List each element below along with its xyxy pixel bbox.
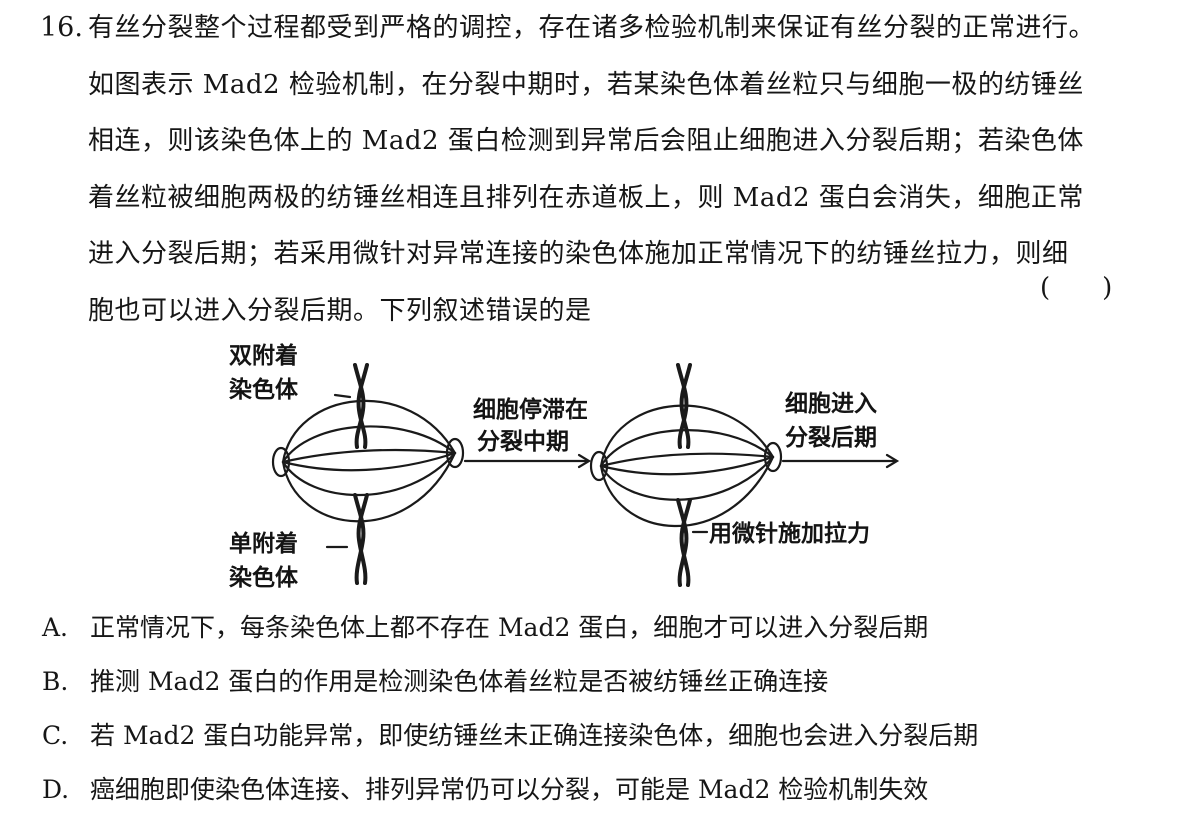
left-centrosome bbox=[271, 446, 291, 478]
label-arrest-2: 分裂中期 bbox=[477, 429, 569, 455]
label-single-attached-1: 单附着 bbox=[229, 530, 298, 557]
label-double-attached-1: 双附着 bbox=[229, 342, 298, 369]
stem-line-3: 相连，则该染色体上的 Mad2 蛋白检测到异常后会阻止细胞进入分裂后期；若染色体 bbox=[88, 126, 1084, 156]
stem-line-1: 有丝分裂整个过程都受到严格的调控，存在诸多检验机制来保证有丝分裂的正常进行。 bbox=[88, 13, 1096, 43]
option-c-text: 若 Mad2 蛋白功能异常，即使纺锤丝未正确连接染色体，细胞也会进入分裂后期 bbox=[90, 721, 979, 750]
left-spindle bbox=[271, 399, 465, 523]
stem-line-2: 如图表示 Mad2 检验机制，在分裂中期时，若某染色体着丝粒只与细胞一极的纺锤丝 bbox=[88, 69, 1084, 100]
arrow-to-arrest bbox=[463, 453, 592, 469]
question-number: 16. bbox=[40, 12, 83, 43]
needle-chromosome bbox=[676, 498, 709, 587]
right-top-chromosome bbox=[676, 363, 692, 449]
option-b-text: 推测 Mad2 蛋白的作用是检测染色体着丝粒是否被纺锤丝正确连接 bbox=[90, 667, 829, 696]
arrow-to-anaphase bbox=[781, 453, 900, 469]
double-attached-chromosome bbox=[333, 363, 369, 449]
label-enter-anaphase-2: 分裂后期 bbox=[785, 425, 877, 451]
right-spindle-left-centrosome bbox=[589, 450, 609, 482]
option-d-letter: D. bbox=[42, 775, 70, 804]
option-d[interactable]: D. 癌细胞即使染色体连接、排列异常仍可以分裂，可能是 Mad2 检验机制失效 bbox=[42, 768, 1162, 822]
mad2-checkpoint-diagram: 双附着 染色体 单附着 染色体 细胞停滞在 分裂中期 细胞进入 分裂后期 用微针… bbox=[229, 342, 900, 591]
answer-bracket: ( ) bbox=[1040, 273, 1113, 303]
label-double-attached-2: 染色体 bbox=[229, 376, 299, 403]
right-spindle bbox=[589, 404, 783, 528]
stem-line-6: 胞也可以进入分裂后期。下列叙述错误的是 bbox=[88, 295, 592, 326]
stem-line-5: 进入分裂后期；若采用微针对异常连接的染色体施加正常情况下的纺锤丝拉力，则细 bbox=[88, 239, 1069, 269]
option-b[interactable]: B. 推测 Mad2 蛋白的作用是检测染色体着丝粒是否被纺锤丝正确连接 bbox=[42, 660, 1162, 714]
single-attached-chromosome bbox=[325, 493, 369, 585]
stem-line-4: 着丝粒被细胞两极的纺锤丝相连且排列在赤道板上，则 Mad2 蛋白会消失，细胞正常 bbox=[88, 182, 1084, 213]
right-centrosome bbox=[445, 437, 465, 469]
question-stem: 有丝分裂整个过程都受到严格的调控，存在诸多检验机制来保证有丝分裂的正常进行。 如… bbox=[88, 6, 1168, 345]
label-microneedle: 用微针施加拉力 bbox=[709, 520, 870, 547]
option-b-letter: B. bbox=[42, 667, 69, 696]
right-spindle-right-centrosome bbox=[763, 441, 783, 473]
answer-options: A. 正常情况下，每条染色体上都不存在 Mad2 蛋白，细胞才可以进入分裂后期 B… bbox=[42, 606, 1162, 822]
label-arrest-1: 细胞停滞在 bbox=[473, 396, 588, 423]
option-c-letter: C. bbox=[42, 721, 69, 750]
option-a-text: 正常情况下，每条染色体上都不存在 Mad2 蛋白，细胞才可以进入分裂后期 bbox=[90, 613, 929, 642]
label-single-attached-2: 染色体 bbox=[229, 564, 299, 591]
option-a[interactable]: A. 正常情况下，每条染色体上都不存在 Mad2 蛋白，细胞才可以进入分裂后期 bbox=[42, 606, 1162, 660]
option-a-letter: A. bbox=[42, 613, 69, 642]
label-enter-anaphase-1: 细胞进入 bbox=[785, 390, 877, 417]
option-d-text: 癌细胞即使染色体连接、排列异常仍可以分裂，可能是 Mad2 检验机制失效 bbox=[90, 775, 929, 804]
option-c[interactable]: C. 若 Mad2 蛋白功能异常，即使纺锤丝未正确连接染色体，细胞也会进入分裂后期 bbox=[42, 714, 1162, 768]
